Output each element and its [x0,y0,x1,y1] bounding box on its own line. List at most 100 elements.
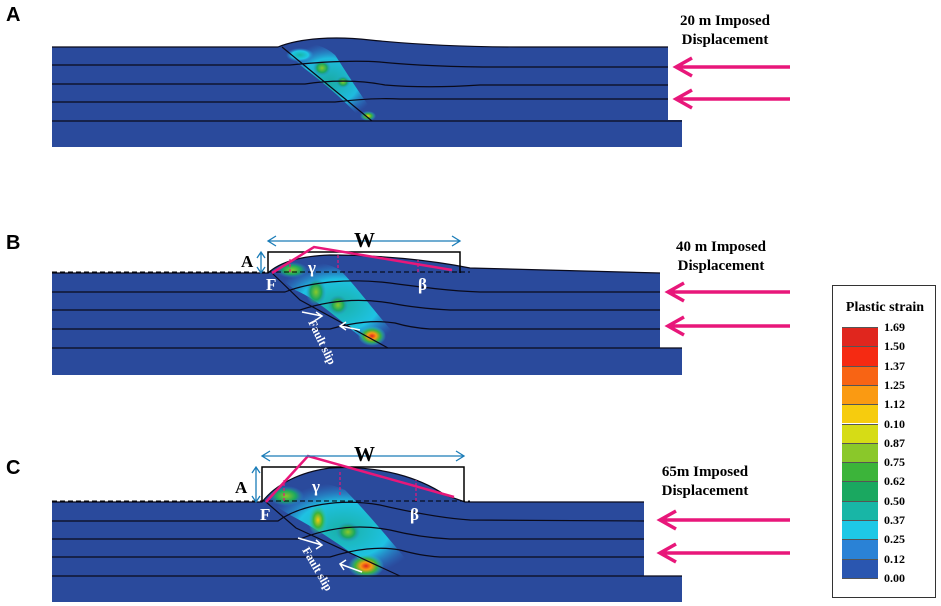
panel-a-arrow-upper [672,56,790,78]
legend-value: 1.37 [884,358,905,373]
legend-entry: 1.12 [842,397,932,424]
displacement-label-b-line1: 40 m Imposed [675,239,766,255]
legend-swatch [842,539,878,559]
panel-a-layer-line-3 [52,98,668,103]
panel-c-arrow-lower [656,542,790,564]
legend-value: 1.12 [884,397,905,412]
legend-swatch [842,462,878,482]
panel-a-model [52,37,682,147]
panel-b-strain-spot-3 [328,295,348,315]
panel-c-arrows [656,509,790,564]
panel-b-fault-line [271,272,389,349]
panel-c-arrow-upper [656,509,790,531]
displacement-label-a-line2: Displacement [681,32,769,48]
panel-c-layer-line-2 [52,526,644,540]
panel-c-axial-dashes [283,470,417,501]
panel-b-strain-spot-2 [306,278,326,306]
panel-b-width-arrow [266,235,462,247]
panel-c-strain-spot-3 [336,522,360,542]
legend-value: 0.37 [884,513,905,527]
legend-entry: 0.00 [842,571,932,597]
panel-a-strain-spot-3 [336,76,350,88]
panel-b-reference-box [267,251,461,273]
panel-b-layer-line-3 [52,321,660,330]
legend-value: 0.25 [884,532,905,547]
panel-b-arrow-lower [664,315,790,337]
legend-swatch [842,442,878,463]
displacement-label-c-line2: Displacement [661,483,749,499]
panel-c-amplitude-arrow [251,465,261,504]
panel-c-gamma-label: γ [311,477,320,496]
legend-swatch-bottom-edge [842,577,878,579]
panel-b-width-label: W [354,228,375,252]
panel-c-strain-spot-4 [348,554,384,578]
panel-b-slip-arrow-upper [301,311,324,321]
legend-swatch [842,365,878,385]
panel-b-model [52,235,682,375]
legend-entry: 0.50 [842,494,932,520]
panel-c-amplitude-label: A [235,478,248,497]
legend-value: 1.50 [884,339,905,354]
panel-c-slip-arrow-upper [297,537,324,550]
legend-swatch [842,558,878,578]
panel-a-strain-spot-4 [360,111,376,121]
legend-entry: 0.37 [842,513,932,540]
panel-b-amplitude-arrow [256,250,266,275]
legend-swatch [842,520,878,540]
panel-c-width-label: W [354,442,375,466]
legend-swatch [842,327,878,347]
legend-value: 0.62 [884,474,905,489]
panel-b-axial-dashes [289,255,419,272]
panel-label-c: C [6,457,21,479]
legend-swatch [842,404,878,424]
legend-entry: 0.12 [842,552,932,578]
legend-entry: 0.75 [842,455,932,482]
legend-entry: 0.10 [842,417,932,443]
panel-c-width-arrow [260,450,466,462]
displacement-label-c-line1: 65m Imposed [661,464,749,480]
panel-a-arrows [672,56,790,110]
displacement-label-b-line2: Displacement [677,258,765,274]
panel-b-strain-spot-4 [358,326,386,346]
panel-b-fault-label: F [266,275,276,294]
panel-a-layer-line-1 [52,60,668,68]
legend-swatch [842,346,878,366]
legend-swatch [842,500,878,520]
legend-value: 0.50 [884,493,905,508]
panel-c-beta-label: β [410,505,419,524]
legend-value: 0.87 [884,435,905,450]
panel-c-model [52,450,682,602]
panel-c-strain-spot-1 [268,486,304,506]
panel-b-layer-line-1 [52,280,660,293]
panel-a-top-line [52,37,668,48]
displacement-label-a: 20 m Imposed Displacement [640,12,810,50]
panel-c-fault-label: F [260,505,270,524]
panel-a-strain-spot-1 [286,48,314,62]
panel-c-fault-line [265,501,401,577]
legend-value: 1.25 [884,377,905,392]
legend-entry: 1.50 [842,339,932,366]
legend-value: 0.10 [884,416,905,431]
legend-title: Plastic strain [845,300,925,315]
legend-value: 0.00 [884,570,905,585]
panel-label-b: B [6,232,21,254]
legend-swatch [842,384,878,405]
panel-b-arrow-upper [664,281,790,303]
displacement-label-a-line1: 20 m Imposed [679,13,770,29]
panel-label-a: A [6,4,21,26]
legend-entry: 1.25 [842,378,932,405]
legend-value: 0.12 [884,551,905,566]
legend-entry: 1.69 [842,320,932,347]
panel-c-layer-line-3 [52,547,644,558]
displacement-label-b: 40 m Imposed Displacement [636,238,806,276]
panel-c-reference-box [261,466,465,502]
panel-c-layer-line-1 [52,501,645,522]
legend-entry: 0.62 [842,474,932,501]
panel-a-fault-line [281,46,373,122]
legend-entry: 0.87 [842,436,932,463]
panel-c-slip-arrow-lower [338,559,363,573]
panel-c-strain-spot-2 [308,504,328,536]
panel-b-layer-line-2 [52,299,660,311]
